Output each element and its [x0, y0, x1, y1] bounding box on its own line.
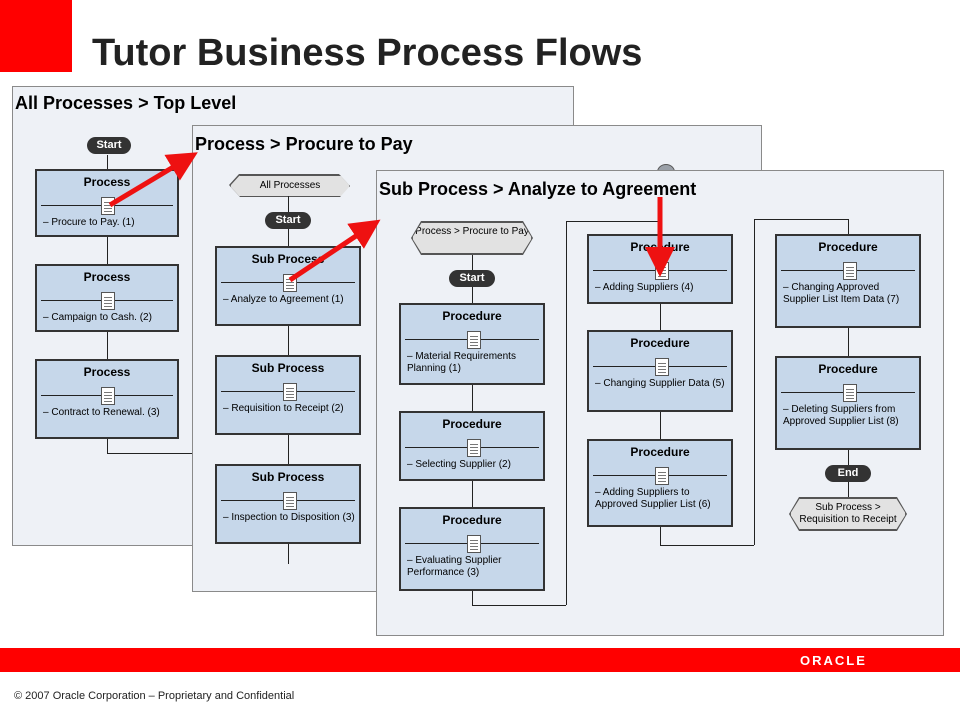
- box-type: Procedure: [442, 513, 502, 527]
- box-label: Adding Suppliers to Approved Supplier Li…: [595, 487, 727, 511]
- procedure-box[interactable]: Procedure Material Requirements Planning…: [399, 303, 545, 385]
- document-icon: [101, 387, 115, 405]
- procedure-box[interactable]: Procedure Adding Suppliers to Approved S…: [587, 439, 733, 527]
- subprocess-box[interactable]: Sub Process Requisition to Receipt (2): [215, 355, 361, 435]
- box-label: Contract to Renewal. (3): [43, 407, 173, 419]
- document-icon: [101, 292, 115, 310]
- box-type: Sub Process: [251, 252, 325, 266]
- box-label: Campaign to Cash. (2): [43, 312, 173, 324]
- document-icon: [467, 331, 481, 349]
- box-type: Process: [83, 175, 131, 189]
- document-icon: [843, 262, 857, 280]
- box-label: Adding Suppliers (4): [595, 282, 727, 294]
- box-label: Procure to Pay. (1): [43, 217, 173, 229]
- document-icon: [655, 467, 669, 485]
- box-type: Process: [83, 270, 131, 284]
- oracle-logo: ORACLE: [800, 653, 867, 668]
- document-icon: [467, 535, 481, 553]
- box-label: Changing Supplier Data (5): [595, 378, 727, 390]
- box-type: Procedure: [630, 336, 690, 350]
- process-box[interactable]: Process Campaign to Cash. (2): [35, 264, 179, 332]
- start-node: Start: [87, 137, 131, 154]
- start-node: Start: [449, 270, 495, 287]
- box-type: Procedure: [818, 240, 878, 254]
- brand-corner-block: [0, 0, 72, 72]
- start-node: Start: [265, 212, 311, 229]
- procedure-box[interactable]: Procedure Changing Supplier Data (5): [587, 330, 733, 412]
- document-icon: [283, 492, 297, 510]
- end-node: End: [825, 465, 871, 482]
- back-link-all-processes[interactable]: All Processes: [230, 175, 350, 197]
- box-label: Inspection to Disposition (3): [223, 512, 355, 524]
- process-box[interactable]: Process Contract to Renewal. (3): [35, 359, 179, 439]
- box-label: Requisition to Receipt (2): [223, 403, 355, 415]
- document-icon: [283, 383, 297, 401]
- box-type: Sub Process: [251, 470, 325, 484]
- document-icon: [843, 384, 857, 402]
- box-type: Procedure: [818, 362, 878, 376]
- subprocess-box[interactable]: Sub Process Analyze to Agreement (1): [215, 246, 361, 326]
- procedure-box[interactable]: Procedure Deleting Suppliers from Approv…: [775, 356, 921, 450]
- box-label: Deleting Suppliers from Approved Supplie…: [783, 404, 915, 428]
- document-icon: [655, 358, 669, 376]
- box-type: Procedure: [442, 417, 502, 431]
- box-label: Selecting Supplier (2): [407, 459, 539, 471]
- next-link-requisition-to-receipt[interactable]: Sub Process > Requisition to Receipt: [790, 498, 906, 530]
- box-label: Evaluating Supplier Performance (3): [407, 555, 539, 579]
- box-type: Procedure: [630, 445, 690, 459]
- copyright-text: © 2007 Oracle Corporation – Proprietary …: [14, 690, 295, 702]
- box-label: Material Requirements Planning (1): [407, 351, 539, 375]
- panel-title: All Processes > Top Level: [15, 93, 237, 113]
- subprocess-box[interactable]: Sub Process Inspection to Disposition (3…: [215, 464, 361, 544]
- panel-title: Process > Procure to Pay: [195, 134, 413, 154]
- procedure-box[interactable]: Procedure Evaluating Supplier Performanc…: [399, 507, 545, 591]
- document-icon: [467, 439, 481, 457]
- slide-title: Tutor Business Process Flows: [92, 32, 643, 74]
- panel-title: Sub Process > Analyze to Agreement: [379, 179, 697, 199]
- pointer-arrow: [108, 152, 198, 208]
- procedure-box[interactable]: Procedure Selecting Supplier (2): [399, 411, 545, 481]
- procedure-box[interactable]: Procedure Changing Approved Supplier Lis…: [775, 234, 921, 328]
- box-type: Process: [83, 365, 131, 379]
- box-label: Analyze to Agreement (1): [223, 294, 355, 306]
- back-link-procure-to-pay[interactable]: Process > Procure to Pay: [412, 222, 532, 254]
- footer-bar: [0, 648, 960, 672]
- box-type: Procedure: [442, 309, 502, 323]
- box-label: Changing Approved Supplier List Item Dat…: [783, 282, 915, 306]
- box-type: Sub Process: [251, 361, 325, 375]
- pointer-arrow: [288, 219, 381, 283]
- panel-analyze-to-agreement: Sub Process > Analyze to Agreement Proce…: [376, 170, 944, 636]
